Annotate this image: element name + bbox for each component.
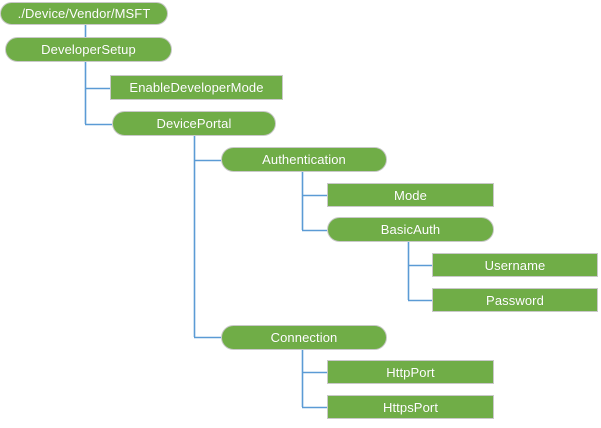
tree-node-label-password: Password: [486, 292, 544, 308]
tree-node-label-username: Username: [484, 257, 546, 273]
tree-node-label-mode: Mode: [394, 187, 427, 203]
tree-node-enabledevelopermode[interactable]: EnableDeveloperMode: [110, 75, 283, 100]
tree-node-label-authentication: Authentication: [262, 152, 346, 167]
tree-node-root[interactable]: ./Device/Vendor/MSFT: [0, 2, 168, 25]
tree-node-label-root: ./Device/Vendor/MSFT: [17, 6, 151, 21]
tree-node-label-httpsport: HttpsPort: [382, 399, 439, 415]
tree-node-connection[interactable]: Connection: [221, 325, 387, 350]
tree-node-label-deviceportal: DevicePortal: [156, 116, 232, 131]
tree-node-label-connection: Connection: [270, 330, 338, 345]
tree-node-developersetup[interactable]: DeveloperSetup: [5, 37, 172, 62]
tree-node-httpport[interactable]: HttpPort: [327, 360, 494, 384]
tree-node-label-developersetup: DeveloperSetup: [41, 42, 136, 57]
tree-node-password[interactable]: Password: [432, 288, 598, 312]
tree-node-username[interactable]: Username: [432, 253, 598, 277]
tree-node-authentication[interactable]: Authentication: [221, 147, 387, 172]
tree-node-label-enabledevelopermode: EnableDeveloperMode: [129, 80, 264, 95]
tree-node-deviceportal[interactable]: DevicePortal: [112, 111, 276, 136]
tree-node-label-httpport: HttpPort: [386, 364, 435, 380]
tree-node-label-basicauth: BasicAuth: [380, 222, 441, 237]
tree-node-httpsport[interactable]: HttpsPort: [327, 395, 494, 419]
tree-node-mode[interactable]: Mode: [327, 183, 494, 207]
tree-node-basicauth[interactable]: BasicAuth: [327, 217, 494, 242]
